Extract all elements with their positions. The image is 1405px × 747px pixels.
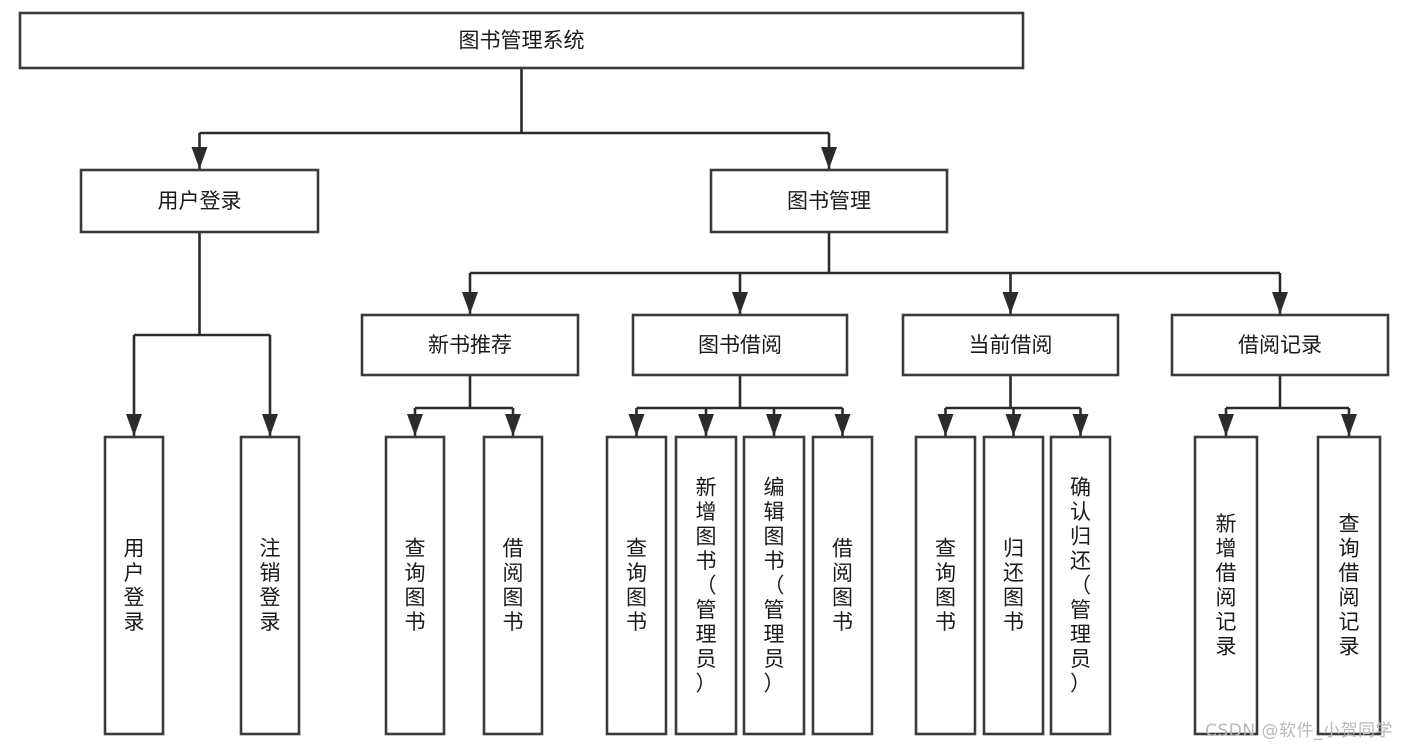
- leaf-node-0-用户登录-label: 用户登录: [124, 537, 145, 635]
- arrow-head-icon: [1002, 292, 1019, 314]
- leaf-node-1-注销登录-box: [239, 435, 301, 736]
- leaf-node-1-注销登录[interactable]: 注销登录: [239, 435, 301, 736]
- leaf-node-0-用户登录[interactable]: 用户登录: [103, 435, 165, 736]
- arrow-head-icon: [262, 414, 278, 436]
- leaf-node-10-确认归还管理员-label: 确认归还（管理员）: [1070, 475, 1091, 695]
- level3-node-新书推荐[interactable]: 新书推荐: [360, 313, 580, 377]
- arrow-head-icon: [834, 414, 851, 436]
- level2-node-图书管理-box: [709, 168, 949, 234]
- leaf-node-3-借阅图书[interactable]: 借阅图书: [482, 435, 544, 736]
- leaf-node-2-查询图书-box: [384, 435, 446, 736]
- leaf-node-12-查询借阅记录-label: 查询借阅记录: [1339, 512, 1360, 659]
- arrow-head-icon: [821, 147, 837, 169]
- root-node-图书管理系统-box: [18, 11, 1025, 70]
- leaf-node-4-查询图书[interactable]: 查询图书: [605, 435, 668, 736]
- leaf-node-5-新增图书管理员[interactable]: 新增图书（管理员）: [674, 435, 738, 736]
- arrow-head-icon: [1341, 414, 1357, 436]
- level2-node-图书管理-label: 图书管理: [787, 189, 871, 213]
- level2-node-用户登录[interactable]: 用户登录: [79, 168, 320, 234]
- root-node-图书管理系统[interactable]: 图书管理系统: [18, 11, 1025, 70]
- leaf-node-9-归还图书-box: [982, 435, 1045, 736]
- leaf-node-11-新增借阅记录-box: [1193, 435, 1259, 736]
- arrow-head-icon: [462, 292, 478, 314]
- leaf-node-7-借阅图书[interactable]: 借阅图书: [811, 435, 874, 736]
- arrow-head-icon: [628, 414, 645, 436]
- level3-node-当前借阅[interactable]: 当前借阅: [901, 313, 1120, 377]
- connector-layer: [126, 68, 1357, 436]
- level2-node-用户登录-label: 用户登录: [158, 189, 242, 213]
- arrow-head-icon: [1005, 414, 1022, 436]
- arrow-head-icon: [698, 414, 714, 436]
- arrow-head-icon: [191, 147, 208, 169]
- leaf-node-8-查询图书-label: 查询图书: [935, 537, 956, 635]
- arrow-head-icon: [732, 292, 748, 314]
- leaf-node-9-归还图书-label: 归还图书: [1003, 537, 1024, 635]
- leaf-node-6-编辑图书管理员-box: [742, 435, 806, 736]
- level3-node-图书借阅[interactable]: 图书借阅: [631, 313, 849, 377]
- leaf-node-1-注销登录-label: 注销登录: [260, 537, 281, 635]
- node-layer: 图书管理系统用户登录图书管理新书推荐图书借阅当前借阅借阅记录用户登录注销登录查询…: [18, 11, 1390, 736]
- arrow-head-icon: [505, 414, 521, 436]
- leaf-node-11-新增借阅记录-label: 新增借阅记录: [1216, 512, 1237, 659]
- level3-node-新书推荐-box: [360, 313, 580, 377]
- level3-node-当前借阅-box: [901, 313, 1120, 377]
- level2-node-图书管理[interactable]: 图书管理: [709, 168, 949, 234]
- arrow-head-icon: [1272, 292, 1288, 314]
- arrow-head-icon: [126, 414, 142, 436]
- leaf-node-5-新增图书管理员-label: 新增图书（管理员）: [696, 475, 717, 695]
- leaf-node-6-编辑图书管理员[interactable]: 编辑图书（管理员）: [742, 435, 806, 736]
- leaf-node-10-确认归还管理员[interactable]: 确认归还（管理员）: [1049, 435, 1112, 736]
- root-node-图书管理系统-label: 图书管理系统: [459, 29, 585, 53]
- leaf-node-5-新增图书管理员-box: [674, 435, 738, 736]
- arrow-head-icon: [407, 414, 423, 436]
- leaf-node-4-查询图书-box: [605, 435, 668, 736]
- level3-node-借阅记录[interactable]: 借阅记录: [1170, 313, 1390, 377]
- leaf-node-4-查询图书-label: 查询图书: [626, 537, 647, 635]
- arrow-head-icon: [1218, 414, 1234, 436]
- watermark: CSDN @软件_小贺同学: [1205, 721, 1393, 741]
- leaf-node-7-借阅图书-label: 借阅图书: [832, 537, 853, 635]
- leaf-node-8-查询图书[interactable]: 查询图书: [914, 435, 977, 736]
- leaf-node-2-查询图书[interactable]: 查询图书: [384, 435, 446, 736]
- leaf-node-9-归还图书[interactable]: 归还图书: [982, 435, 1045, 736]
- leaf-node-0-用户登录-box: [103, 435, 165, 736]
- leaf-node-3-借阅图书-box: [482, 435, 544, 736]
- leaf-node-12-查询借阅记录-box: [1316, 435, 1382, 736]
- arrow-head-icon: [1072, 414, 1089, 436]
- level3-node-借阅记录-box: [1170, 313, 1390, 377]
- level3-node-新书推荐-label: 新书推荐: [428, 333, 512, 357]
- level3-node-借阅记录-label: 借阅记录: [1238, 333, 1322, 357]
- leaf-node-12-查询借阅记录[interactable]: 查询借阅记录: [1316, 435, 1382, 736]
- leaf-node-2-查询图书-label: 查询图书: [405, 537, 426, 635]
- arrow-head-icon: [766, 414, 782, 436]
- leaf-node-3-借阅图书-label: 借阅图书: [503, 537, 524, 635]
- level3-node-当前借阅-label: 当前借阅: [969, 333, 1053, 357]
- level3-node-图书借阅-label: 图书借阅: [698, 333, 782, 357]
- leaf-node-7-借阅图书-box: [811, 435, 874, 736]
- leaf-node-11-新增借阅记录[interactable]: 新增借阅记录: [1193, 435, 1259, 736]
- leaf-node-6-编辑图书管理员-label: 编辑图书（管理员）: [764, 475, 785, 695]
- leaf-node-8-查询图书-box: [914, 435, 977, 736]
- level2-node-用户登录-box: [79, 168, 320, 234]
- leaf-node-10-确认归还管理员-box: [1049, 435, 1112, 736]
- arrow-head-icon: [937, 414, 954, 436]
- level3-node-图书借阅-box: [631, 313, 849, 377]
